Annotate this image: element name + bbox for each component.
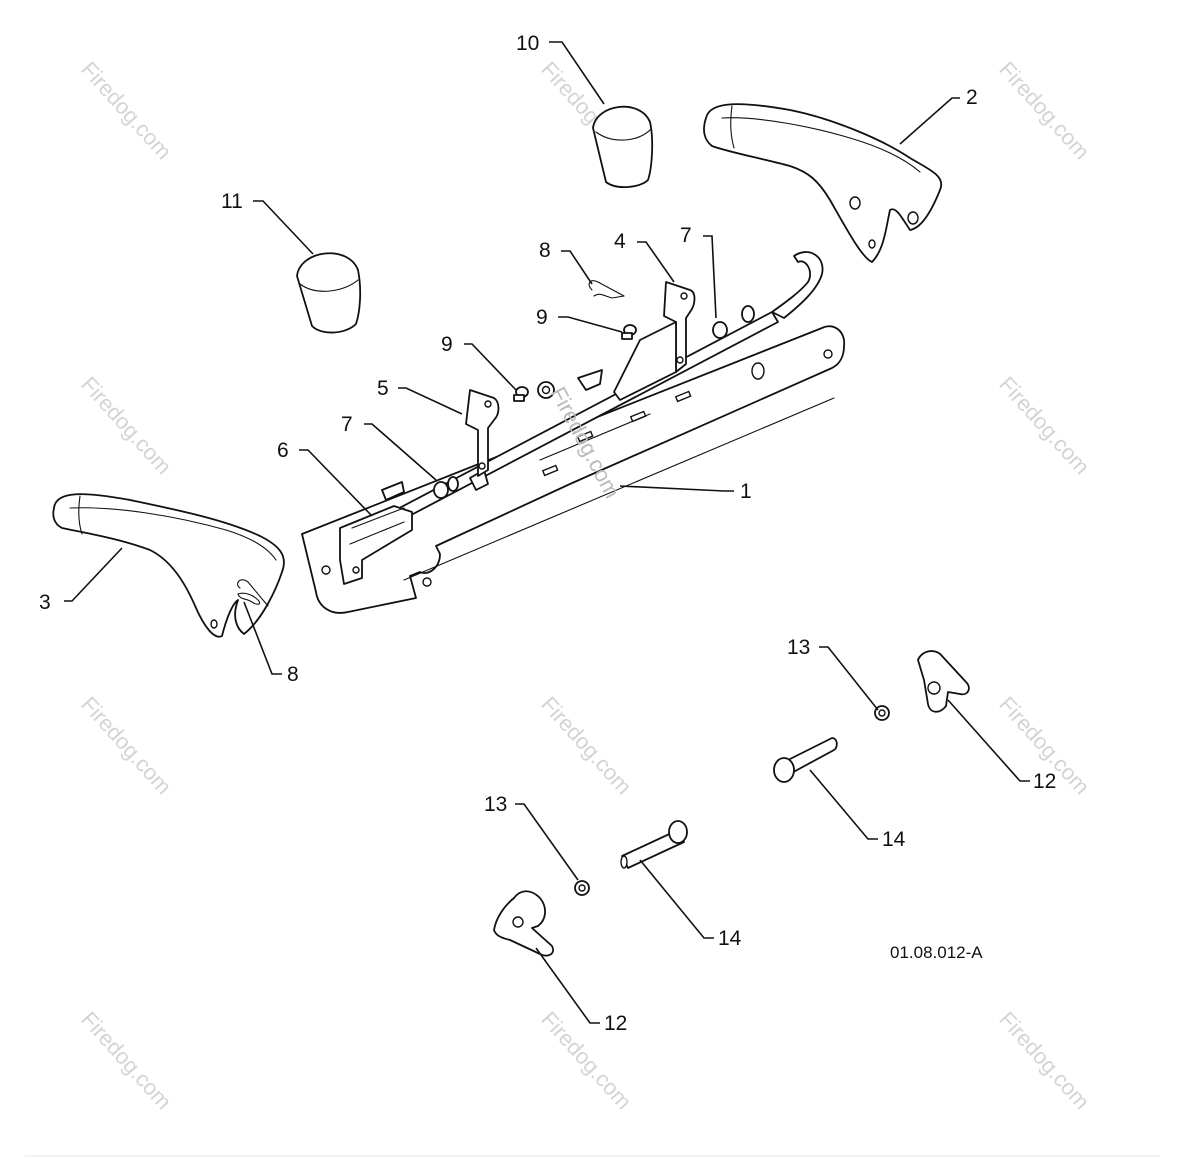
handle-grip-part-2 [703,103,943,263]
watermark: Firedog.com [76,372,176,480]
callout-label: 7 [341,413,353,436]
watermark: Firedog.com [76,692,176,800]
callout-label: 7 [680,224,692,247]
callout-label: 9 [441,333,453,356]
callout-labels: 10 2 11 8 4 7 9 9 5 7 6 1 3 8 13 12 14 1… [39,32,1056,1035]
callout-label: 13 [484,793,507,816]
callout-label: 2 [966,86,978,109]
callout-label: 6 [277,439,289,462]
screw-part-9 [513,324,637,402]
callout-label: 12 [1033,770,1056,793]
callout-label: 12 [604,1012,627,1035]
star-knob-part-12 [493,890,554,957]
callout-label: 8 [539,239,551,262]
callout-label: 14 [718,927,742,950]
watermark: Firedog.com [994,57,1094,165]
callout-label: 4 [614,230,626,253]
watermark: Firedog.com [76,57,176,165]
drawing-code: 01.08.012-A [890,943,983,962]
lever-assembly-part-6 [339,481,413,585]
callout-label: 10 [516,32,539,55]
watermark: Firedog.com [994,372,1094,480]
callout-label: 3 [39,591,51,614]
star-knob-part-12 [917,650,970,713]
callout-label: 5 [377,377,389,400]
callout-label: 9 [536,306,548,329]
callout-label: 1 [740,480,752,503]
mount-bracket-part-1 [301,325,846,614]
watermark: Firedog.com [536,692,636,800]
callout-label: 13 [787,636,810,659]
knob-part-11 [296,252,362,334]
callout-label: 8 [287,663,299,686]
callout-label: 14 [882,828,906,851]
handle-grip-part-3 [52,493,285,638]
watermark: Firedog.com [994,1007,1094,1115]
washer-ring [537,381,555,399]
watermark: Firedog.com [76,1007,176,1115]
carriage-bolt-part-14 [620,737,838,869]
bushing-part-7 [433,305,755,499]
callout-label: 11 [221,190,243,213]
lever-bracket-part-5 [465,369,603,477]
lever-bracket-part-4 [613,281,696,401]
knob-part-10 [592,105,654,188]
leader-lines [64,41,1030,1024]
